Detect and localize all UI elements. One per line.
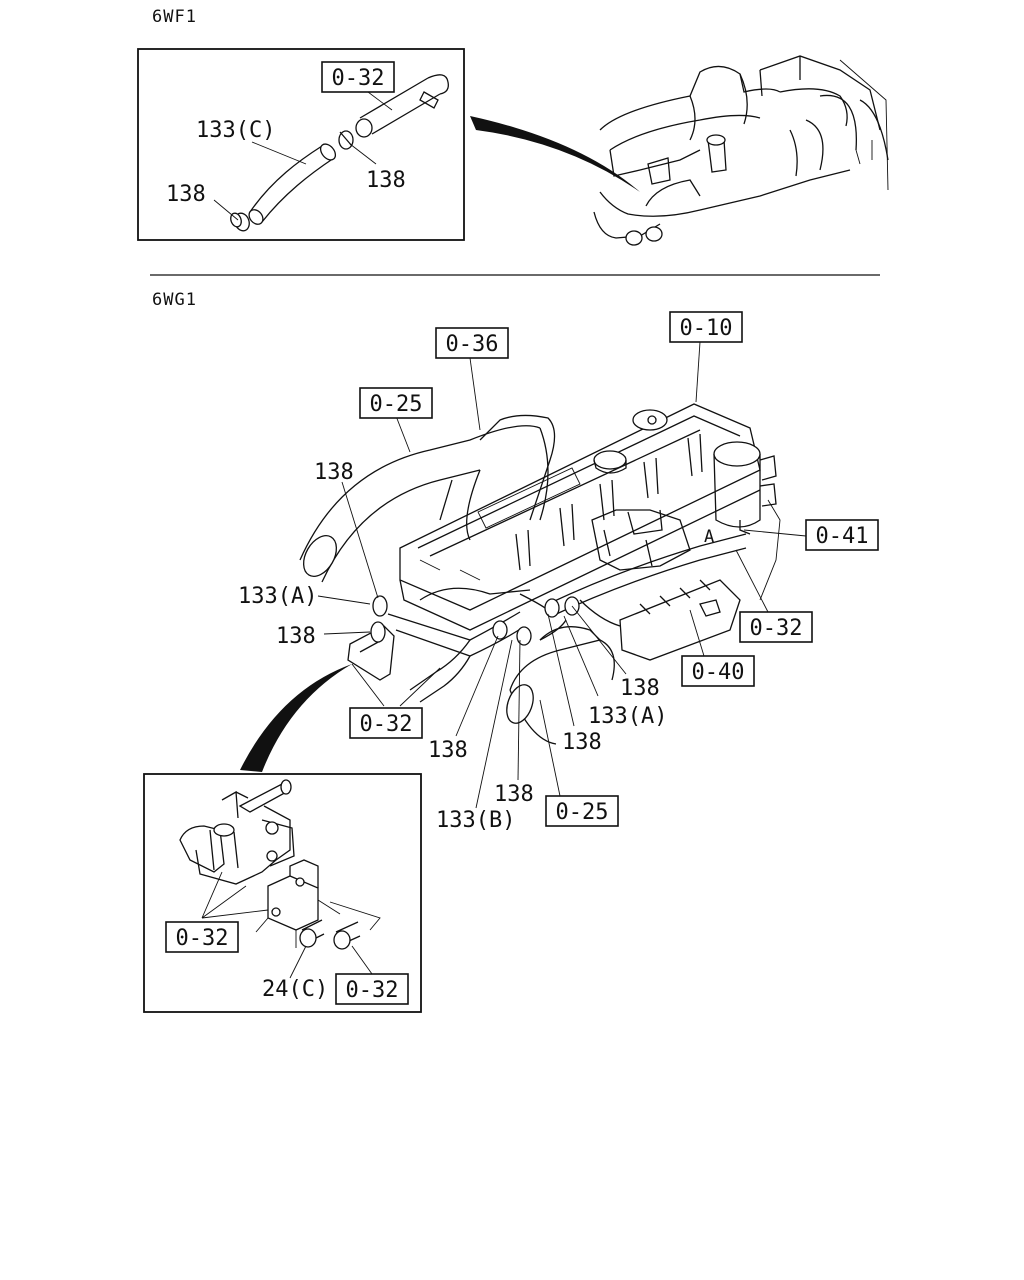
clamp-138-top-right-drawing bbox=[338, 130, 354, 150]
pointer-wedge-bottom bbox=[240, 664, 352, 772]
svg-text:0-32: 0-32 bbox=[360, 712, 413, 737]
svg-text:0-36: 0-36 bbox=[446, 332, 499, 357]
ref-box-0-25-bottom: 0-25 bbox=[545, 795, 619, 827]
part-label-133c: 133(C) bbox=[196, 118, 275, 143]
ref-box-0-25-top: 0-25 bbox=[359, 387, 433, 419]
part-label-138-top-right: 138 bbox=[366, 168, 406, 193]
ref-box-0-32-inset-right: 0-32 bbox=[335, 973, 409, 1005]
svg-text:0-32: 0-32 bbox=[176, 926, 229, 951]
ref-box-0-32-mid: 0-32 bbox=[349, 707, 423, 739]
svg-text:0-40: 0-40 bbox=[692, 660, 745, 685]
ref-box-0-32-right: 0-32 bbox=[739, 611, 813, 643]
hose-133c-drawing bbox=[248, 143, 337, 225]
part-label-24c: 24(C) bbox=[262, 977, 328, 1002]
section-label-6wg1: 6WG1 bbox=[152, 290, 197, 310]
engine-main-view-6wg1: A bbox=[299, 403, 781, 745]
ref-box-0-10: 0-10 bbox=[669, 311, 743, 343]
part-label-138-b: 138 bbox=[276, 624, 316, 649]
svg-text:0-32: 0-32 bbox=[346, 978, 399, 1003]
clamp-138-top-left-drawing bbox=[230, 212, 250, 232]
svg-text:0-32: 0-32 bbox=[750, 616, 803, 641]
svg-text:0-32: 0-32 bbox=[332, 66, 385, 91]
part-label-138-a: 138 bbox=[314, 460, 354, 485]
ref-box-0-40: 0-40 bbox=[681, 655, 755, 687]
ref-box-0-32-top: 0-32 bbox=[321, 61, 395, 93]
inset-frame-6wf1 bbox=[137, 48, 465, 241]
part-label-138-c: 138 bbox=[620, 676, 660, 701]
svg-text:0-25: 0-25 bbox=[556, 800, 609, 825]
ref-box-0-36: 0-36 bbox=[435, 327, 509, 359]
part-label-138-e: 138 bbox=[428, 738, 468, 763]
section-label-6wf1: 6WF1 bbox=[152, 7, 197, 27]
part-label-133a-right: 133(A) bbox=[588, 704, 667, 729]
part-label-138-d: 138 bbox=[562, 730, 602, 755]
bracket-detail-drawing bbox=[179, 779, 381, 950]
part-label-133b: 133(B) bbox=[436, 808, 515, 833]
inset-frame-6wg1 bbox=[143, 773, 422, 1013]
ref-box-0-41: 0-41 bbox=[805, 519, 879, 551]
part-label-138-f: 138 bbox=[494, 782, 534, 807]
svg-text:0-25: 0-25 bbox=[370, 392, 423, 417]
part-label-138-top-left: 138 bbox=[166, 182, 206, 207]
part-label-133a-left: 133(A) bbox=[238, 584, 317, 609]
pointer-wedge-top bbox=[470, 116, 640, 192]
water-pipe-drawing bbox=[355, 74, 449, 138]
engine-top-view-6wf1 bbox=[593, 55, 889, 246]
ref-box-0-32-inset-left: 0-32 bbox=[165, 921, 239, 953]
svg-text:0-10: 0-10 bbox=[680, 316, 733, 341]
svg-text:0-41: 0-41 bbox=[816, 524, 869, 549]
svg-text:A: A bbox=[704, 527, 715, 547]
